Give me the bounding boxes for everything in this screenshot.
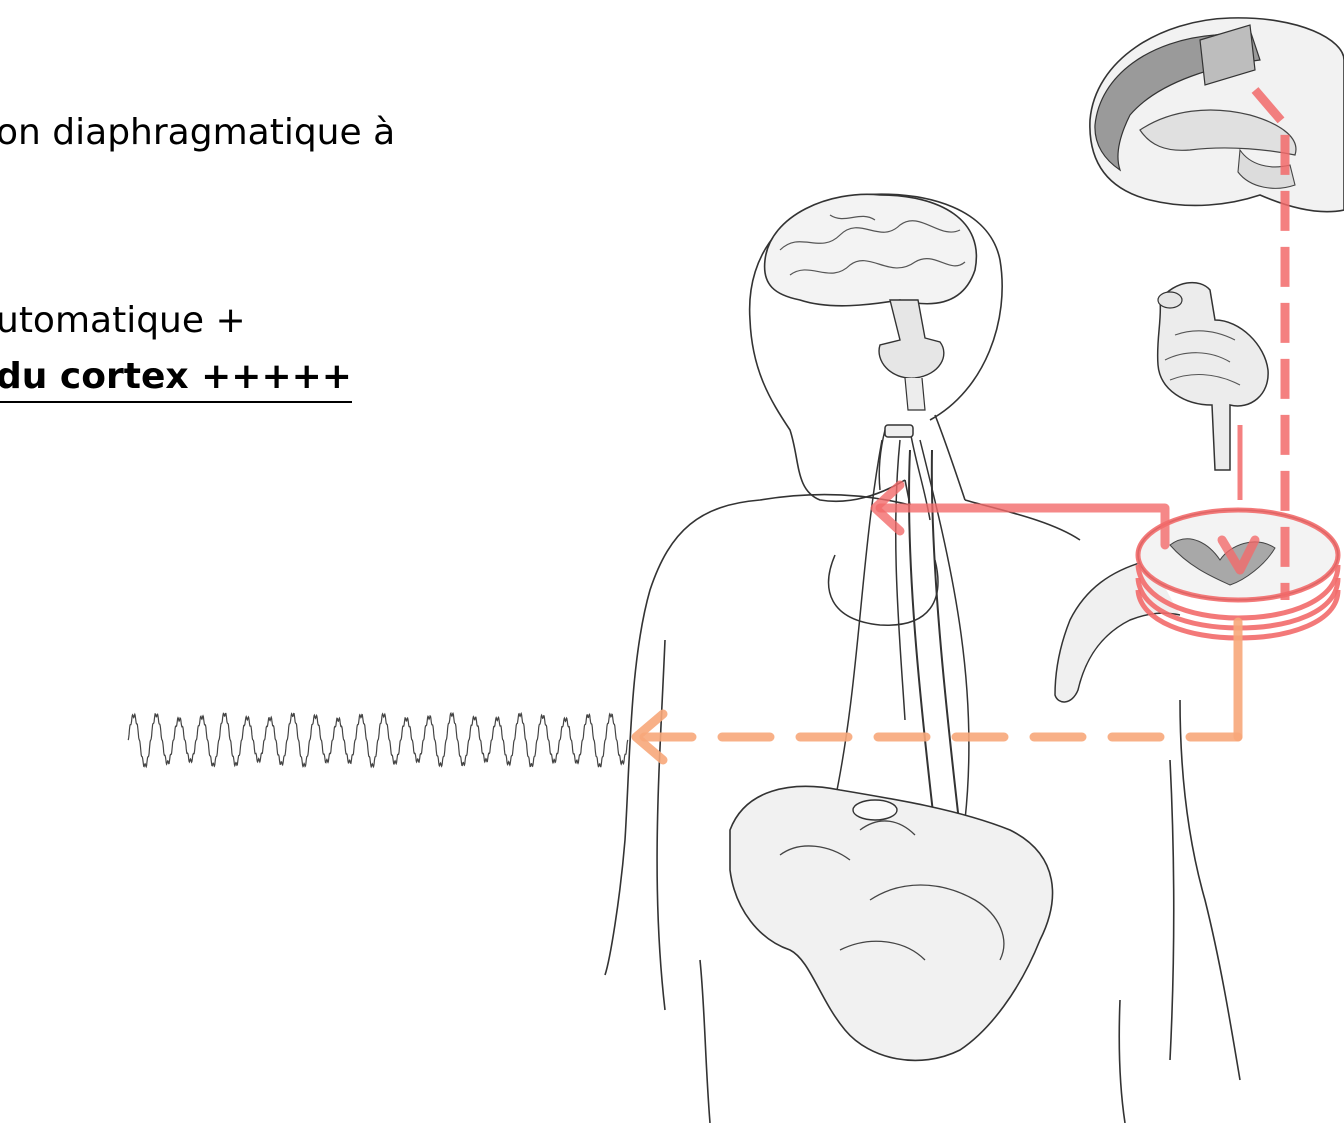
diaphragm-organs — [730, 786, 1052, 1060]
motor-pathway-arrow — [636, 622, 1238, 760]
respiratory-signal-trace — [128, 713, 628, 767]
sagittal-brain — [1090, 18, 1344, 212]
brain-in-head — [765, 194, 977, 410]
isolated-brainstem — [1158, 283, 1269, 470]
spinal-cord-section — [1055, 510, 1338, 702]
